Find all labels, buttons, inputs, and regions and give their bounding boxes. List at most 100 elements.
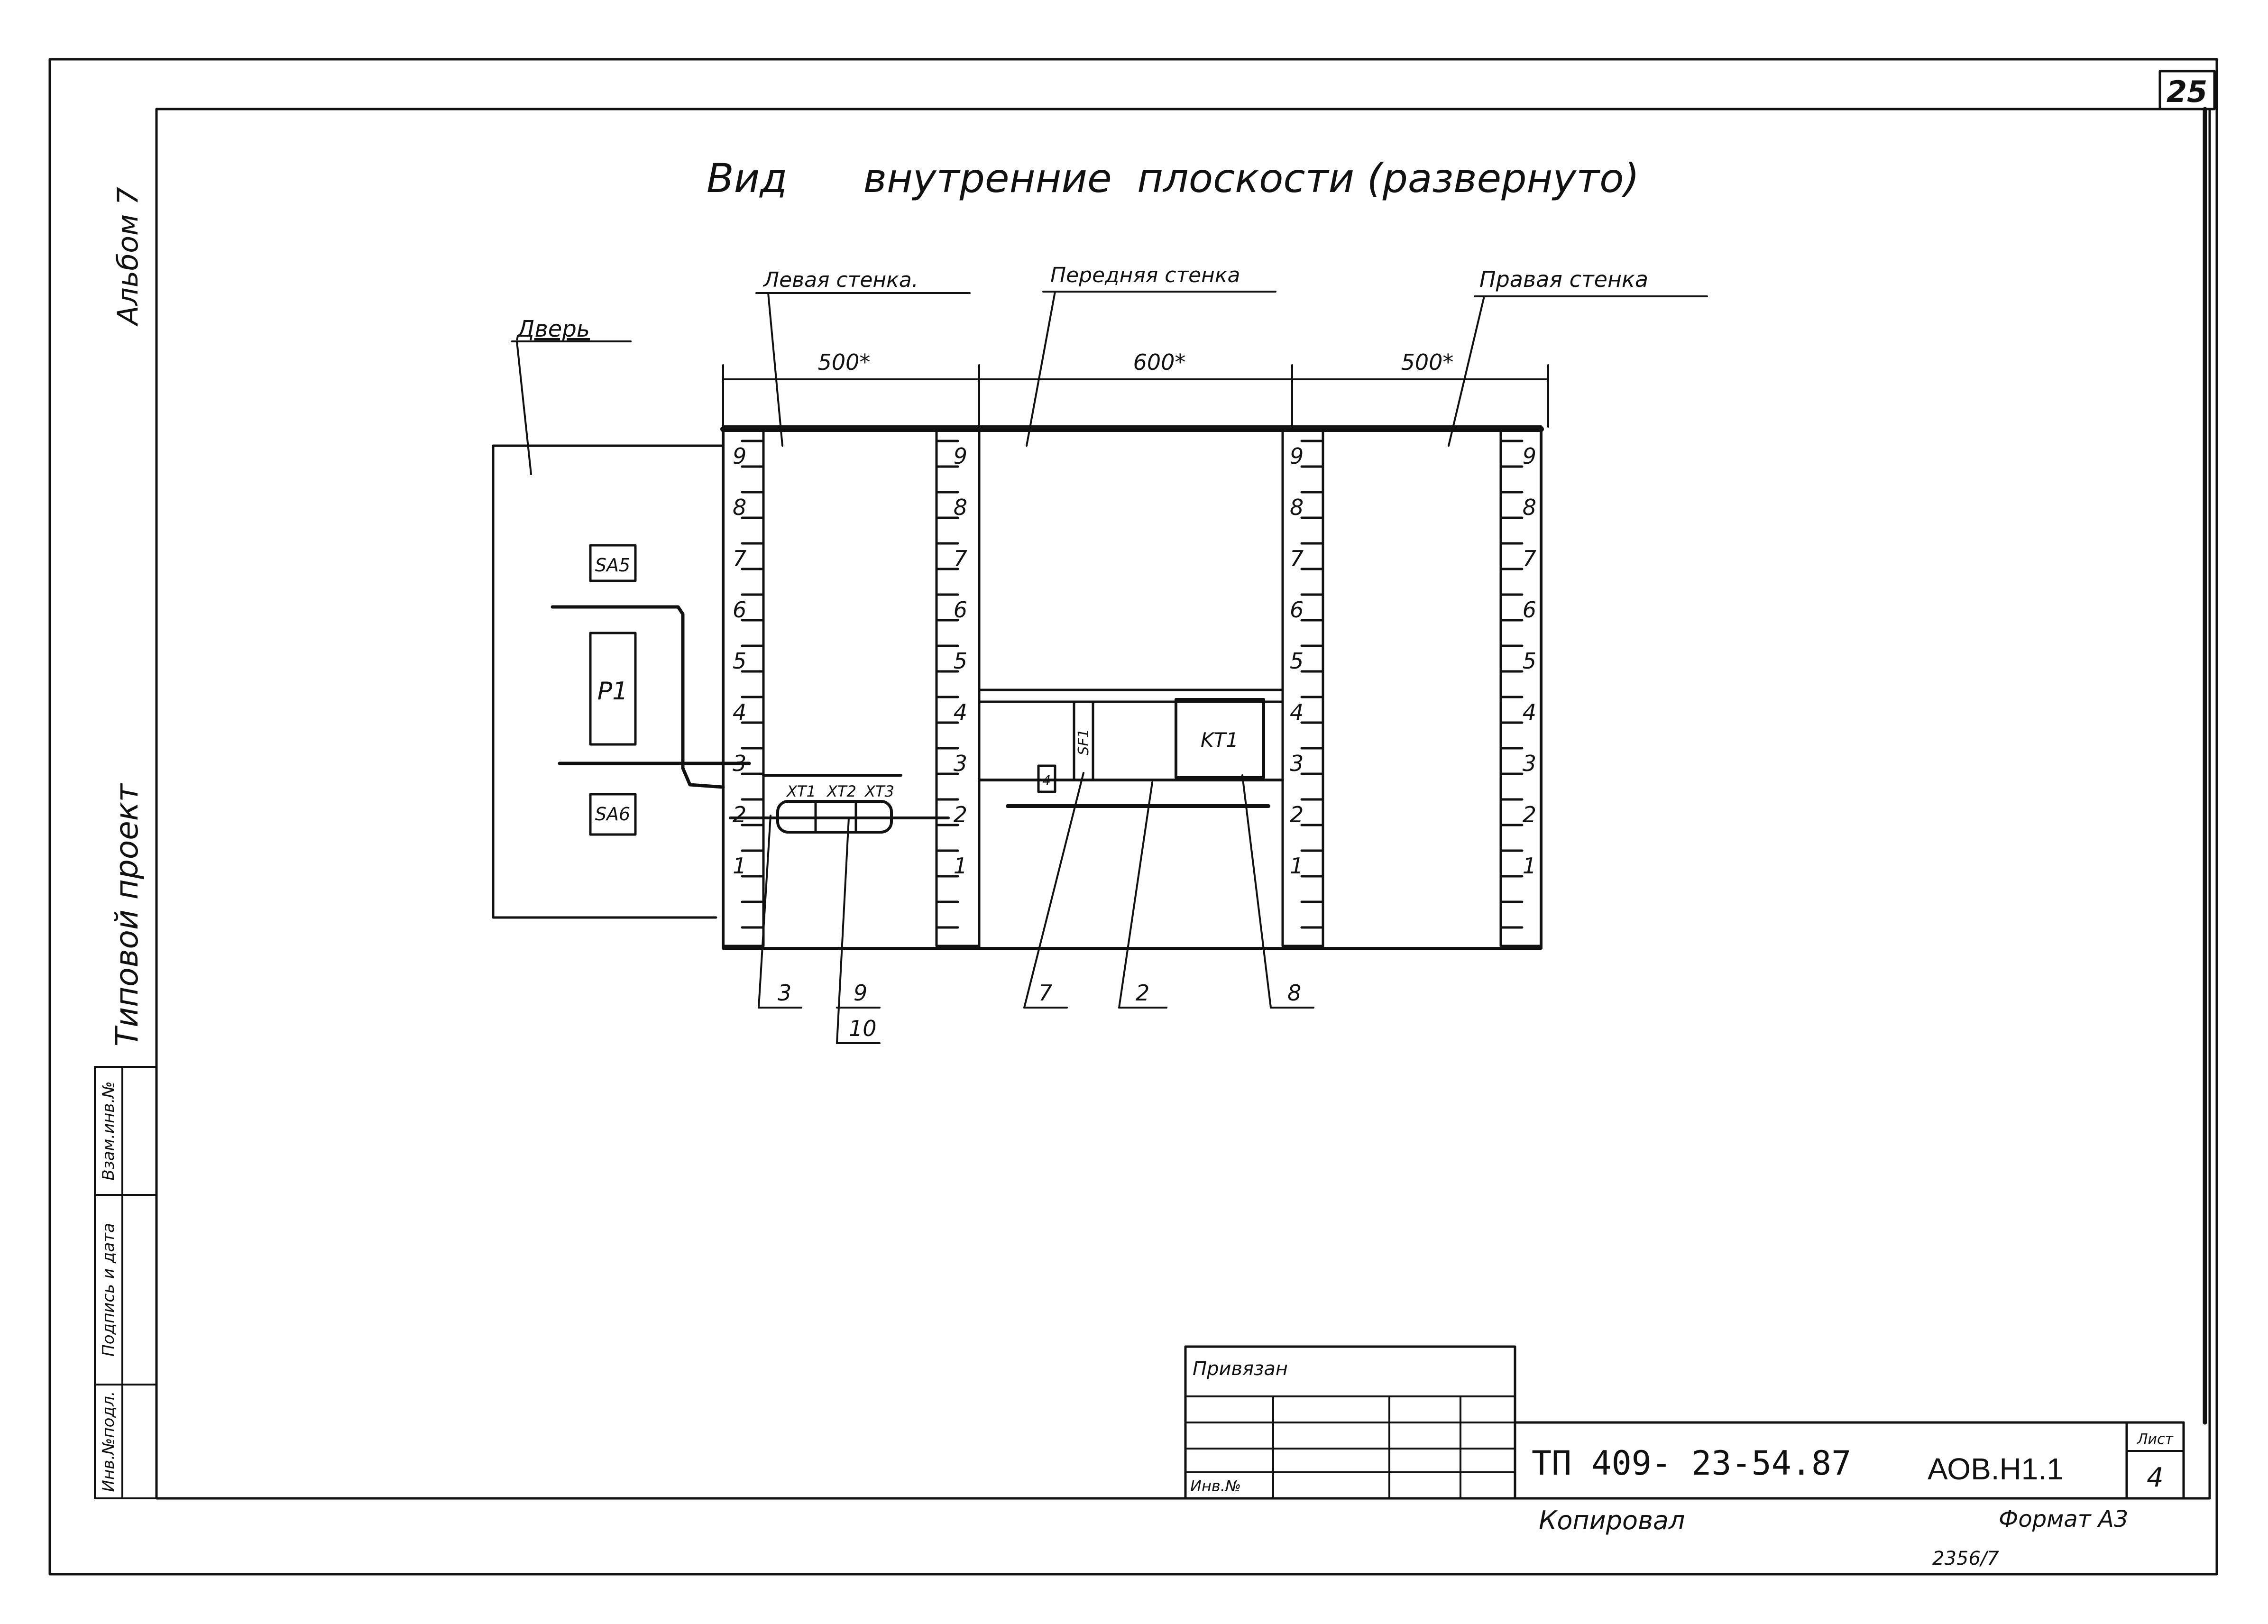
dim-right: 500* — [1401, 349, 1454, 375]
rail-left-wall-outer — [722, 428, 765, 947]
side-col-inv-orig: Инв.№подл. — [99, 1391, 118, 1492]
xt3-label: XT3 — [864, 782, 894, 800]
kt1-box — [1175, 698, 1265, 779]
callout-3 — [758, 815, 802, 1009]
dim-front: 600* — [1133, 349, 1186, 375]
label-front-wall: Передняя стенка — [1050, 263, 1240, 287]
rail-front-right-number: 5 — [1290, 648, 1304, 674]
stamp-sheet-no: 4 — [2147, 1462, 2164, 1493]
binding-title: Привязан — [1193, 1358, 1288, 1380]
rail-left-inner-number: 2 — [954, 802, 967, 827]
rail-right-right-number: 9 — [1523, 443, 1536, 469]
callout-2 — [1118, 781, 1167, 1009]
sf1-label: SF1 — [1075, 729, 1092, 755]
rail-left-inner-number: 9 — [954, 443, 967, 469]
rail-right-right-number: 5 — [1523, 648, 1536, 674]
rail-right-right-number: 6 — [1523, 597, 1536, 623]
dim-left: 500* — [818, 349, 871, 375]
stamp-archive: 2356/7 — [1932, 1548, 1999, 1569]
rail-front-right-number: 2 — [1290, 802, 1304, 827]
side-col-sign-date: Подпись и дата — [99, 1223, 118, 1357]
stamp-sheet-label: Лист — [2137, 1431, 2174, 1448]
rail-left-outer-number: 1 — [733, 853, 746, 879]
stamp-doc: АОВ.Н1.1 — [1928, 1452, 2064, 1486]
kt1-label: KT1 — [1201, 728, 1239, 752]
rail-left-outer-number: 5 — [733, 648, 746, 674]
door-panel — [492, 444, 725, 919]
rail-left-outer-number: 7 — [733, 546, 746, 571]
rail-front-right-number: 6 — [1290, 597, 1304, 623]
rail-front-right-number: 7 — [1290, 546, 1304, 571]
inner-frame — [155, 108, 2211, 1500]
p1-box — [589, 632, 637, 746]
rail-ticks — [741, 440, 1524, 929]
rail-left-outer-number: 8 — [733, 495, 746, 520]
rail-front-right-number: 3 — [1290, 751, 1304, 776]
callout-8 — [1241, 774, 1314, 1009]
p1-label: P1 — [597, 677, 628, 706]
binding-inv: Инв.№ — [1190, 1477, 1241, 1495]
sa6-label: SA6 — [595, 804, 630, 825]
stamp-code: ТП 409- 23-54.87 — [1532, 1444, 1851, 1483]
stamp-format: Формат А3 — [1999, 1506, 2128, 1532]
rail-front-right-number: 9 — [1290, 443, 1304, 469]
rail-left-inner-number: 1 — [954, 853, 967, 879]
door-wire-top — [551, 605, 725, 789]
rail-left-inner-number: 3 — [954, 751, 967, 776]
rail-left-outer-number: 2 — [733, 802, 746, 827]
sf1-box — [1073, 700, 1094, 781]
leader-door-diag — [516, 340, 532, 475]
side-stamp-strip — [94, 1066, 157, 1499]
callout-9-10 — [836, 817, 881, 1044]
rail-right-right-number: 3 — [1523, 751, 1536, 776]
xt1-label: XT1 — [786, 782, 816, 800]
rail-front-right-number: 8 — [1290, 495, 1304, 520]
rail-left-inner-number: 5 — [954, 648, 967, 674]
callout-7 — [1023, 772, 1084, 1009]
rail-front-right-number: 1 — [1290, 853, 1304, 879]
stamp-copied: Копировал — [1539, 1505, 1685, 1535]
label-door: Дверь — [516, 316, 590, 342]
label-left-wall: Левая стенка. — [762, 268, 918, 292]
sa5-label: SA5 — [595, 555, 630, 576]
callout-10-label: 10 — [849, 1016, 877, 1041]
leader-left-wall-diag — [767, 292, 783, 447]
rail-front-right-number: 4 — [1290, 699, 1304, 725]
sa5-box — [589, 544, 637, 582]
main-stamp — [1514, 1421, 2185, 1500]
side-album: Альбом 7 — [111, 187, 145, 327]
rail-left-outer-number: 3 — [733, 751, 746, 776]
outer-border — [48, 58, 2218, 1576]
side-project: Типовой проект — [109, 782, 145, 1046]
side-col-inv-replace: Взам.инв.№ — [99, 1081, 118, 1180]
page-title: Вид внутренние плоскости (развернуто) — [707, 155, 1639, 202]
leader-right-wall-diag — [1448, 295, 1485, 447]
rail-left-inner-number: 7 — [954, 546, 967, 571]
rail-left-inner-number: 6 — [954, 597, 967, 623]
rail-left-inner-number: 4 — [954, 699, 967, 725]
rail-left-outer-number: 9 — [733, 443, 746, 469]
xt2-label: XT2 — [826, 782, 856, 800]
rail-right-right-number: 1 — [1523, 853, 1536, 879]
small-device-box — [1037, 764, 1056, 793]
rail-left-inner-number: 8 — [954, 495, 967, 520]
terminal-block — [776, 800, 893, 834]
rail-left-outer-number: 4 — [733, 699, 746, 725]
rail-right-wall-right — [1499, 428, 1543, 947]
rail-numbers: 9 8 7 6 5 4 3 2 1 9 8 7 6 5 4 3 2 1 9 8 7 6 5 4 3 2 1 9 8 7 6 5 4 3 2 1 — [733, 443, 1536, 879]
label-right-wall: Правая стенка — [1479, 266, 1648, 292]
rail-left-outer-number: 6 — [733, 597, 746, 623]
rail-right-right-number: 8 — [1523, 495, 1536, 520]
callout-2-label: 2 — [1136, 980, 1149, 1006]
rail-right-right-number: 2 — [1523, 802, 1536, 827]
callout-3-label: 3 — [778, 980, 791, 1006]
leader-front-wall-diag — [1026, 291, 1056, 447]
rail-right-right-number: 7 — [1523, 546, 1536, 571]
corner-number: 25 — [2167, 74, 2207, 109]
callout-9-label: 9 — [854, 980, 867, 1006]
rail-right-right-number: 4 — [1523, 699, 1536, 725]
callout-8-label: 8 — [1287, 980, 1301, 1006]
small-device-label: 4 — [1042, 772, 1051, 788]
corner-number-box — [2158, 70, 2216, 110]
